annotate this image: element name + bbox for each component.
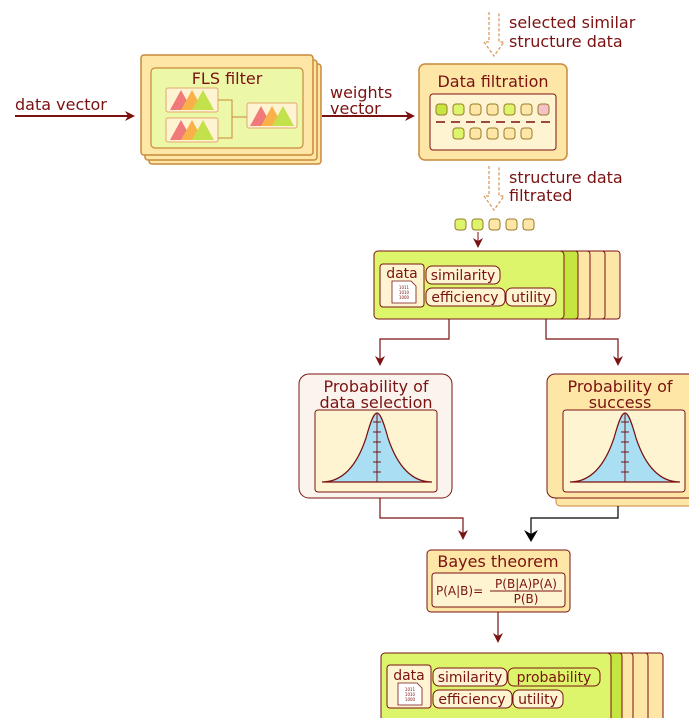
structure-filtrated-line2: filtrated [509, 186, 572, 205]
selected-data-connector: selected similar structure data [482, 12, 636, 58]
record2-probability: probability [517, 670, 592, 686]
membership-triangles-b [165, 117, 219, 143]
prob-success-title-1: Probability of [567, 377, 672, 396]
weights-label-line2: vector [330, 99, 381, 118]
record1-data-label: data [386, 266, 418, 282]
record2-similarity: similarity [438, 670, 503, 686]
selected-data-line1: selected similar [509, 13, 636, 32]
record-card-stack-1: data 1011 1010 1000 similarity efficienc… [373, 250, 621, 320]
split-connectors [375, 319, 623, 366]
doc-line-2: 1010 [399, 290, 410, 295]
record2-utility: utility [518, 692, 558, 708]
membership-triangles-c [246, 102, 298, 129]
merge-connectors [379, 498, 619, 542]
prob-selection-title-2: data selection [319, 393, 432, 412]
prob-selection-title-1: Probability of [323, 377, 428, 396]
bayes-title: Bayes theorem [437, 552, 558, 571]
weights-label-line1: weights [330, 83, 392, 102]
filtered-dots-row [454, 218, 535, 231]
bell-curve-2 [569, 412, 681, 483]
record1-efficiency: efficiency [431, 290, 498, 306]
data-vector-connector: data vector [15, 95, 135, 121]
doc-line-3: 1000 [399, 295, 410, 300]
data-vector-label: data vector [15, 95, 107, 114]
membership-triangles-a [165, 87, 219, 113]
document-icon: 1011 1010 1000 [397, 682, 423, 706]
selected-data-line2: structure data [509, 32, 623, 51]
record-card-stack-2: data 1011 1010 1000 similarity probabili… [380, 652, 664, 718]
bayes-denominator: P(B) [514, 592, 539, 606]
doc2-line-1: 1011 [405, 687, 416, 692]
doc2-line-2: 1010 [405, 692, 416, 697]
data-filtration-title: Data filtration [437, 72, 548, 91]
bayes-theorem-box: Bayes theorem P(A|B)= P(B|A)P(A) P(B) [426, 549, 571, 613]
filtration-dots-top [435, 103, 550, 116]
data-filtration-box: Data filtration [418, 63, 568, 161]
bayes-numerator: P(B|A)P(A) [495, 577, 557, 591]
prob-data-selection-panel: Probability of data selection [298, 373, 453, 499]
bell-curve-1 [321, 412, 433, 483]
record2-efficiency: efficiency [438, 692, 505, 708]
structure-filtrated-connector: structure data filtrated [482, 166, 623, 212]
record2-data-label: data [393, 668, 425, 684]
document-icon: 1011 1010 1000 [391, 280, 417, 304]
filtration-dots-bottom [452, 127, 533, 140]
bayes-lhs: P(A|B)= [436, 584, 483, 598]
fls-filter-stack: FLS filter [140, 54, 322, 165]
record1-utility: utility [511, 290, 551, 306]
doc-line-1: 1011 [399, 285, 410, 290]
doc2-line-3: 1000 [405, 697, 416, 702]
record1-similarity: similarity [431, 268, 496, 284]
prob-success-title-2: success [589, 393, 652, 412]
prob-success-panel: Probability of success [546, 373, 689, 507]
structure-filtrated-line1: structure data [509, 168, 623, 187]
weights-vector-connector: weights vector [322, 83, 415, 121]
fls-filter-title: FLS filter [192, 69, 263, 88]
